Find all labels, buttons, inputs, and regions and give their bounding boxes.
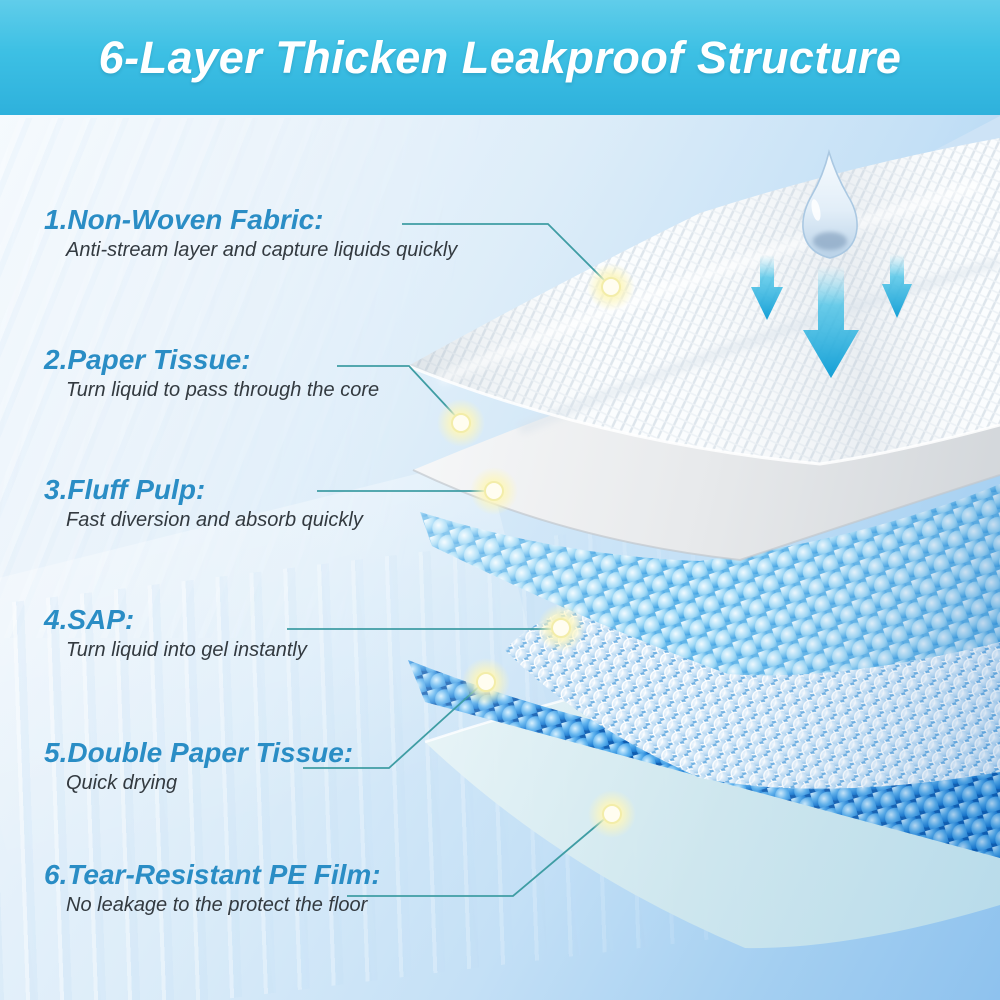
glow-dot-6 (588, 790, 636, 838)
layer-3-description: Fast diversion and absorb quickly (66, 509, 363, 531)
down-arrow-icon-center (803, 266, 859, 378)
layer-1-heading: 1.Non-Woven Fabric: (44, 204, 324, 235)
absorb-arrows (751, 254, 912, 378)
layer-1-description: Anti-stream layer and capture liquids qu… (66, 239, 458, 261)
glow-dots (437, 263, 636, 838)
leader-lines (287, 223, 612, 897)
leader-line-6 (347, 814, 610, 897)
leader-line-5 (303, 681, 485, 769)
down-arrow-icon-left (751, 255, 783, 320)
layer-label-1: 1.Non-Woven Fabric: Anti-stream layer an… (44, 204, 457, 262)
layer-3-heading: 3.Fluff Pulp: (44, 474, 206, 505)
layer-label-4: 4.SAP: Turn liquid into gel instantly (44, 604, 307, 662)
layer-6-heading: 6.Tear-Resistant PE Film: (44, 859, 381, 890)
glow-dot-4 (537, 604, 585, 652)
layer-label-6: 6.Tear-Resistant PE Film: No leakage to … (44, 859, 381, 917)
layer-4-heading: 4.SAP: (44, 604, 135, 635)
layer-3-fluff-pulp (420, 484, 1000, 676)
layer-label-5: 5.Double Paper Tissue: Quick drying (44, 737, 353, 795)
glow-dot-2 (437, 399, 485, 447)
glow-dot-3 (470, 467, 518, 515)
layer-2-heading: 2.Paper Tissue: (44, 344, 251, 375)
layer-5-description: Quick drying (66, 772, 178, 794)
layer-4-description: Turn liquid into gel instantly (66, 639, 307, 661)
glow-dot-1 (587, 263, 635, 311)
layer-6-description: No leakage to the protect the floor (66, 894, 368, 916)
leader-line-2 (337, 365, 462, 423)
page-title: 6-Layer Thicken Leakproof Structure (98, 31, 902, 83)
layer-label-3: 3.Fluff Pulp: Fast diversion and absorb … (44, 474, 363, 532)
glow-dot-5 (462, 658, 510, 706)
leader-line-1 (402, 223, 612, 288)
layer-label-2: 2.Paper Tissue: Turn liquid to pass thro… (44, 344, 379, 402)
layer-1-non-woven-fabric (407, 138, 1000, 466)
layer-5-heading: 5.Double Paper Tissue: (44, 737, 354, 768)
layer-2-description: Turn liquid to pass through the core (66, 379, 380, 401)
title-banner: 6-Layer Thicken Leakproof Structure (0, 0, 1000, 115)
water-drop-icon (802, 149, 858, 259)
down-arrow-icon-right (882, 254, 912, 318)
